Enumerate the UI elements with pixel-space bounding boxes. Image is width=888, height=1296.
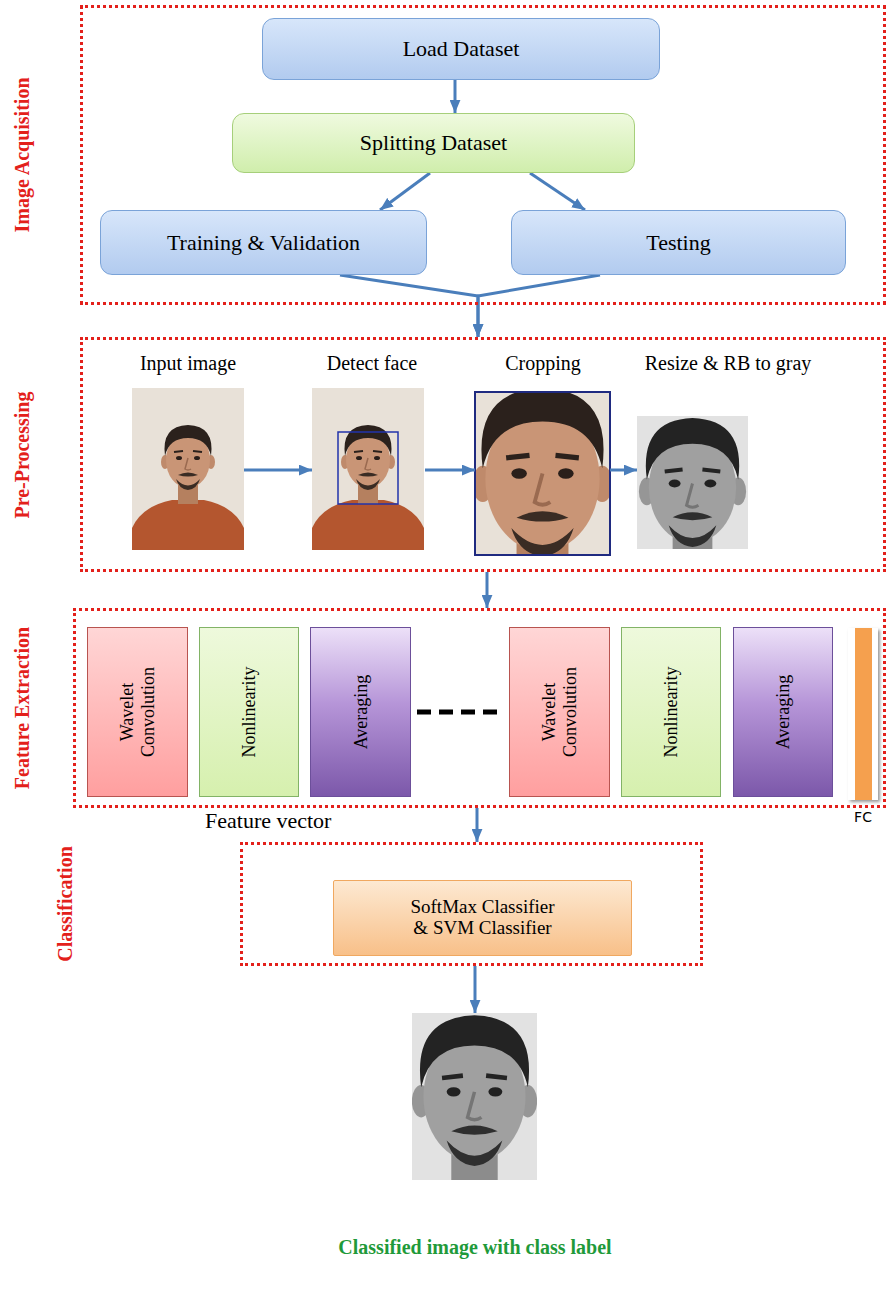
- layer-label: FC: [854, 809, 872, 825]
- arrow-connector: [476, 808, 479, 842]
- arrow-connector: [425, 469, 475, 472]
- stage-label: Classification: [54, 846, 77, 962]
- process-box: Training & Validation: [100, 210, 427, 275]
- classifier-box: SoftMax Classifier & SVM Classifier: [333, 880, 632, 956]
- box-label: Splitting Dataset: [360, 130, 507, 156]
- arrow-connector: [380, 173, 430, 210]
- image-caption: Cropping: [505, 352, 581, 375]
- process-box: Testing: [511, 210, 846, 275]
- face-box: [338, 432, 398, 504]
- arrow-connector: [530, 173, 585, 210]
- image-node: Input image: [132, 388, 244, 550]
- detect-photo: [312, 388, 424, 550]
- dashed-connector: [417, 710, 503, 715]
- image-caption: Detect face: [327, 352, 417, 375]
- layer-label: Averaging: [350, 642, 371, 782]
- stage-label: Feature Extraction: [11, 627, 34, 789]
- fc-layer: FC: [848, 628, 878, 800]
- wavelet-layer: Wavelet Convolution: [509, 627, 610, 797]
- stage-region: Feature ExtractionWavelet ConvolutionNon…: [73, 608, 886, 808]
- nonlinearity-layer: Nonlinearity: [621, 627, 721, 797]
- averaging-layer: Averaging: [733, 627, 833, 797]
- input-photo: [132, 388, 244, 550]
- box-label: Training & Validation: [167, 230, 360, 256]
- box-label: Load Dataset: [403, 36, 520, 62]
- layer-label: Averaging: [773, 642, 794, 782]
- stage-region: Pre-ProcessingInput imageDetect faceCrop…: [80, 337, 886, 572]
- edge-label: Feature vector: [203, 808, 333, 834]
- averaging-layer: Averaging: [310, 627, 411, 797]
- image-node: Resize & RB to gray: [637, 416, 748, 549]
- image-caption: Classified image with class label: [338, 1236, 611, 1259]
- process-box: Load Dataset: [262, 18, 660, 80]
- image-node: Classified image with class label: [412, 1013, 537, 1180]
- stage-label: Image Acquisition: [11, 77, 34, 232]
- image-node: Cropping: [475, 392, 610, 555]
- stage-region: Image AcquisitionLoad DatasetSplitting D…: [80, 5, 886, 305]
- stage-region: ClassificationSoftMax Classifier & SVM C…: [240, 842, 703, 966]
- arrow-connector: [340, 275, 478, 337]
- box-label: SoftMax Classifier & SVM Classifier: [405, 897, 560, 939]
- wavelet-layer: Wavelet Convolution: [87, 627, 188, 797]
- layer-label: Nonlinearity: [239, 642, 260, 782]
- gray-photo: [581, 345, 803, 667]
- image-caption: Input image: [140, 352, 236, 375]
- arrow-connector: [610, 469, 637, 472]
- arrow-connector: [244, 469, 312, 472]
- arrow-connector: [454, 80, 457, 113]
- arrow-connector: [486, 572, 489, 608]
- process-box: Splitting Dataset: [232, 113, 635, 173]
- layer-label: Wavelet Convolution: [539, 642, 580, 782]
- arrow-connector: [478, 275, 600, 337]
- nonlinearity-layer: Nonlinearity: [199, 627, 299, 797]
- arrow-connector: [474, 966, 477, 1013]
- box-label: Testing: [646, 230, 710, 256]
- stage-label: Pre-Processing: [11, 391, 34, 518]
- image-caption: Resize & RB to gray: [645, 352, 812, 375]
- layer-label: Nonlinearity: [661, 642, 682, 782]
- image-node: Detect face: [312, 388, 425, 550]
- crop-border: [475, 392, 610, 555]
- layer-label: Wavelet Convolution: [117, 642, 158, 782]
